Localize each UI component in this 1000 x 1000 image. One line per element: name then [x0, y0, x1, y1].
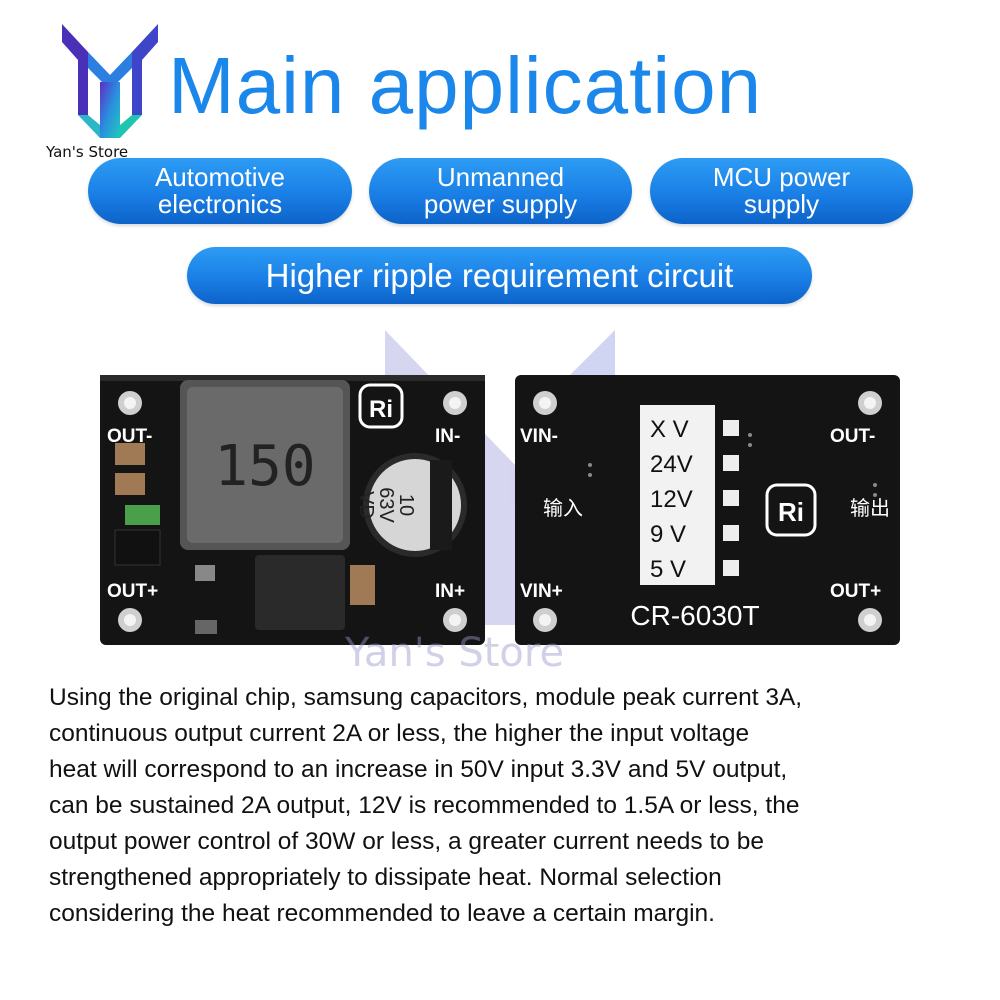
label-out-plus: OUT+ [107, 581, 158, 602]
voltage-option: X V [650, 416, 689, 443]
voltage-option: 24V [650, 451, 693, 478]
cap-marking: VD [355, 491, 377, 519]
model-number: CR-6030T [630, 600, 759, 631]
label-cn-output: 输出 [850, 496, 890, 520]
pill-line: power supply [423, 189, 578, 219]
description-line: Using the original chip, samsung capacit… [49, 684, 803, 711]
application-ripple: Higher ripple requirement circuit [187, 247, 812, 304]
application-unmanned: Unmanned power supply [369, 158, 632, 224]
application-automotive: Automotive electronics [88, 158, 352, 224]
pill-line: Unmanned [436, 162, 565, 193]
page-title: Main application [168, 41, 763, 130]
inductor-marking: 150 [214, 434, 315, 499]
product-photo: 150 10 63V VD Ri OUT- OUT+ IN- IN+ X V [100, 330, 900, 645]
store-logo [62, 24, 158, 138]
pill-line: electronics [157, 189, 283, 219]
pill-line: Higher ripple requirement circuit [265, 256, 734, 294]
description-line: can be sustained 2A output, 12V is recom… [49, 792, 800, 819]
description-line: output power control of 30W or less, a g… [49, 828, 764, 855]
photo-watermark: Yan's Store [345, 630, 565, 676]
label-vin-plus: VIN+ [520, 581, 563, 602]
label-vin-minus: VIN- [520, 426, 558, 447]
back-board: X V 24V 12V 9 V 5 V Ri CR-6030T VIN- VIN… [515, 375, 900, 645]
voltage-option: 9 V [650, 521, 686, 548]
voltage-option: 5 V [650, 556, 686, 583]
pill-line: Automotive [154, 162, 286, 193]
cap-marking: 63V [375, 487, 397, 523]
label-out-plus-back: OUT+ [830, 581, 881, 602]
back-logo: Ri [778, 497, 804, 527]
pill-line: supply [743, 189, 820, 219]
label-out-minus-back: OUT- [830, 426, 875, 447]
label-out-minus: OUT- [107, 426, 152, 447]
description-line: considering the heat recommended to leav… [49, 900, 715, 927]
label-cn-input: 输入 [543, 496, 583, 520]
application-mcu: MCU power supply [650, 158, 913, 224]
front-logo: Ri [369, 396, 393, 423]
cap-marking: 10 [395, 494, 417, 516]
pill-line: MCU power [712, 162, 851, 193]
description-line: continuous output current 2A or less, th… [49, 720, 750, 747]
voltage-option: 12V [650, 486, 693, 513]
product-description: Using the original chip, samsung capacit… [49, 680, 979, 932]
label-in-minus: IN- [435, 426, 460, 447]
store-name: Yan's Store [46, 143, 129, 161]
front-board: 150 10 63V VD Ri OUT- OUT+ IN- IN+ [100, 375, 485, 645]
description-line: strengthened appropriately to dissipate … [49, 864, 722, 891]
label-in-plus: IN+ [435, 581, 465, 602]
description-line: heat will correspond to an increase in 5… [49, 756, 788, 783]
